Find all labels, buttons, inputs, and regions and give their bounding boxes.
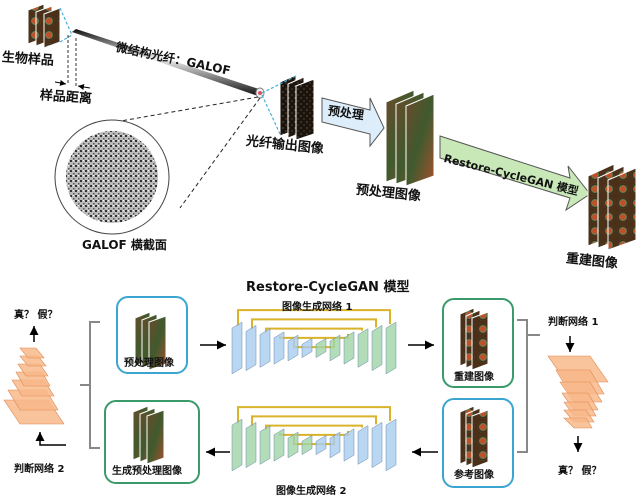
unet-layer <box>315 434 327 456</box>
left-bracket <box>80 321 100 449</box>
cross-section-label: GALOF 横截面 <box>82 238 167 252</box>
right-bracket <box>517 319 540 453</box>
unet-layer <box>385 418 397 472</box>
cross-section-lines <box>114 96 261 209</box>
unet-layer <box>371 421 383 469</box>
preprocessed-stack <box>385 89 435 187</box>
unet-layer <box>329 431 341 459</box>
fiber <box>72 29 262 96</box>
skip-connection <box>265 327 363 333</box>
skip-connection <box>237 309 391 327</box>
box-reference <box>442 398 514 488</box>
distance-markers <box>67 35 77 88</box>
fiber-output-stack <box>279 74 315 141</box>
box-preprocessed-label: 预处理图像 <box>124 358 174 369</box>
unet-layer <box>273 331 285 365</box>
box-image-reconstructed <box>459 307 489 371</box>
real-fake-right: 真？ 假？ <box>558 466 602 477</box>
unet-layer <box>343 331 355 365</box>
sample-distance-label: 样品距离 <box>39 88 93 107</box>
generator-1-label: 图像生成网络 1 <box>282 302 353 313</box>
unet-layer <box>259 425 271 465</box>
unet-layer <box>371 324 383 372</box>
distance-arrow-right <box>77 84 91 90</box>
unet-layer <box>245 421 257 469</box>
unet-layer <box>315 337 327 359</box>
unet-layer <box>301 434 313 456</box>
unet-layer <box>343 428 355 462</box>
cross-section-pattern <box>66 131 158 223</box>
fiber-core <box>258 91 262 95</box>
reconstructed-stack <box>587 163 637 251</box>
generator-2-label: 图像生成网络 2 <box>276 486 347 497</box>
unet-layer <box>329 334 341 362</box>
disc2-input-arrow <box>35 432 66 446</box>
distance-arrow-left <box>54 79 67 86</box>
unet-layer <box>231 418 243 472</box>
box-reference-label: 参考图像 <box>454 470 494 481</box>
box-preprocessed <box>116 296 188 374</box>
unet-layer <box>301 337 313 359</box>
unet-layer <box>287 334 299 362</box>
model-arrow <box>439 135 591 212</box>
unet-layer <box>231 321 243 375</box>
unet-layer <box>273 428 285 462</box>
box-reconstructed-label: 重建图像 <box>454 372 494 383</box>
discriminator-2 <box>3 347 65 425</box>
unet-layer <box>245 324 257 372</box>
skip-connection <box>251 318 377 330</box>
box-generated-preprocessed-label: 生成预处理图像 <box>112 466 182 477</box>
unet-layer <box>357 328 369 368</box>
skip-connection <box>265 424 363 430</box>
real-fake-left: 真？ 假？ <box>14 310 58 321</box>
unet-layer <box>287 431 299 459</box>
discriminator-2-label: 判断网络 2 <box>14 464 65 475</box>
output-projection-lines <box>261 75 297 135</box>
skip-connection <box>251 415 377 427</box>
unet-layer <box>357 425 369 465</box>
bio-sample-stack <box>27 3 61 49</box>
bio-sample-label: 生物样品 <box>1 50 55 69</box>
box-generated-preprocessed <box>104 400 200 484</box>
box-image-preprocessed <box>134 311 167 371</box>
discriminator-1-label: 判断网络 1 <box>548 317 599 328</box>
box-image-reference <box>459 405 489 469</box>
generator-2-unet <box>231 406 397 472</box>
unet-layer <box>259 328 271 368</box>
unet-layer <box>385 321 397 375</box>
sample-projection-lines <box>59 7 73 43</box>
bottom-title: Restore-CycleGAN 模型 <box>246 280 410 295</box>
discriminator-1 <box>547 355 609 429</box>
box-image-generated-preprocessed <box>132 405 165 465</box>
skip-connection <box>237 406 391 424</box>
generator-1-unet <box>231 309 397 375</box>
box-reconstructed <box>442 298 514 388</box>
preprocess-arrow <box>321 97 385 148</box>
